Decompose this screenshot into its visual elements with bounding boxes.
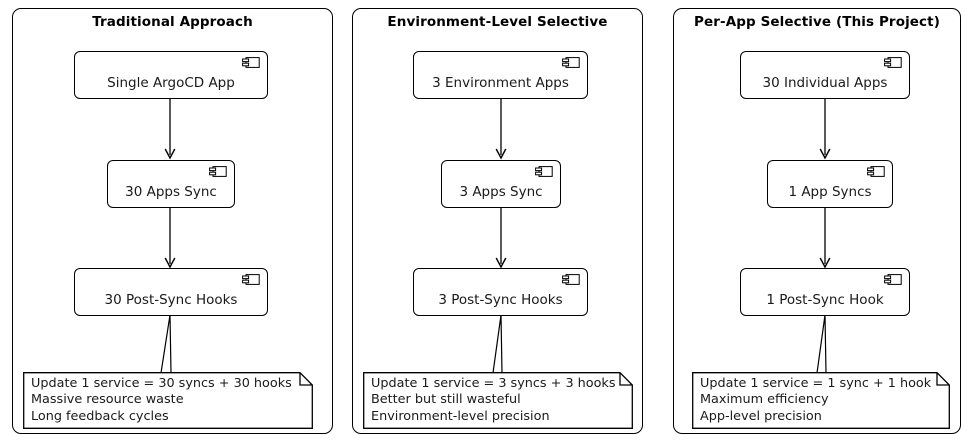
note-connector [160,315,172,373]
component-label: 30 Individual Apps [762,75,888,91]
note-shape [692,372,950,429]
panel-title: Per-App Selective (This Project) [694,14,940,30]
note-box: Update 1 service = 3 syncs + 3 hooks Bet… [363,372,633,429]
component-label: 3 Environment Apps [432,75,569,91]
component-label: 1 Post-Sync Hook [766,292,884,308]
component-label: 3 Post-Sync Hooks [438,292,563,308]
note-text: Update 1 service = 1 sync + 1 hook Maxim… [700,376,931,425]
component-label: 30 Apps Sync [125,184,217,200]
note-line: Update 1 service = 30 syncs + 30 hooks [31,376,292,391]
connector-arrow [819,208,831,269]
component-box[interactable]: 3 Environment Apps [413,51,588,99]
note-line: Massive resource waste [31,392,184,408]
component-label: 3 Apps Sync [459,184,543,200]
note-line: App-level precision [700,408,822,424]
panel-per-app-selective: Per-App Selective (This Project) 30 Indi… [673,8,961,434]
component-box[interactable]: 1 App Syncs [767,160,893,208]
uml-component-icon [209,166,227,177]
note-line: Better but still wasteful [371,392,521,408]
component-label: 30 Post-Sync Hooks [104,292,238,308]
component-box[interactable]: 30 Apps Sync [107,160,235,208]
uml-component-icon [867,166,885,177]
component-label: Single ArgoCD App [107,75,235,91]
note-line: Maximum efficiency [700,392,829,408]
note-text: Update 1 service = 30 syncs + 30 hooks M… [31,376,292,425]
panel-traditional-approach: Traditional Approach Single ArgoCD App 3… [12,8,333,434]
component-box[interactable]: Single ArgoCD App [74,51,268,99]
note-box: Update 1 service = 1 sync + 1 hook Maxim… [692,372,950,429]
connector-arrow [495,208,507,269]
panel-title: Traditional Approach [92,14,253,30]
uml-component-icon [562,57,580,68]
uml-component-icon [884,274,902,285]
uml-component-icon [242,57,260,68]
note-line: Environment-level precision [371,408,550,424]
component-box[interactable]: 30 Individual Apps [740,51,910,99]
panel-title: Environment-Level Selective [387,14,608,30]
panel-environment-level-selective: Environment-Level Selective 3 Environmen… [352,8,643,434]
component-box[interactable]: 30 Post-Sync Hooks [74,268,268,316]
connector-arrow [819,99,831,160]
note-line: Update 1 service = 3 syncs + 3 hooks [371,376,616,391]
note-box: Update 1 service = 30 syncs + 30 hooks M… [23,372,313,429]
note-connector [492,315,503,373]
uml-component-icon [562,274,580,285]
connector-arrow [164,99,176,160]
note-line: Update 1 service = 1 sync + 1 hook [700,376,932,391]
uml-component-icon [884,57,902,68]
note-line: Long feedback cycles [31,408,169,424]
component-box[interactable]: 3 Apps Sync [441,160,561,208]
component-box[interactable]: 1 Post-Sync Hook [740,268,910,316]
connector-arrow [164,208,176,269]
uml-component-icon [535,166,553,177]
note-connector [816,315,827,373]
component-box[interactable]: 3 Post-Sync Hooks [413,268,588,316]
note-text: Update 1 service = 3 syncs + 3 hooks Bet… [371,376,616,425]
component-label: 1 App Syncs [788,184,872,200]
note-shape [23,372,313,429]
connector-arrow [495,99,507,160]
note-shape [363,372,633,429]
uml-component-icon [242,274,260,285]
